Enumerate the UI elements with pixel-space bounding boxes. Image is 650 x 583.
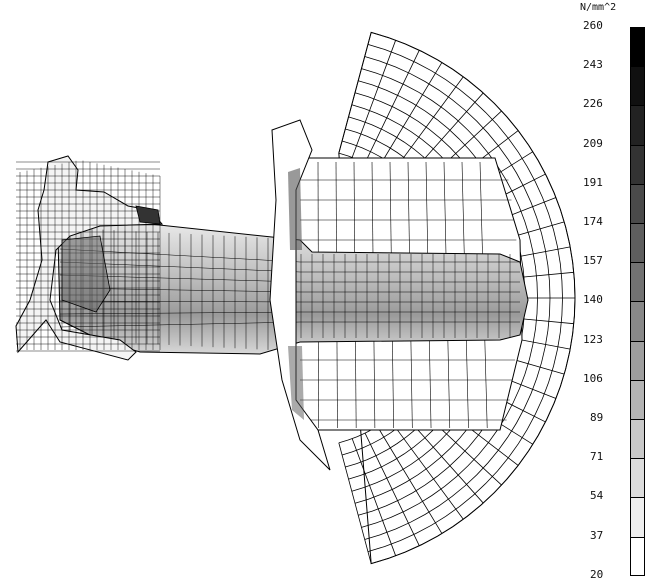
legend-swatch (630, 144, 645, 184)
collar-shadow (288, 168, 302, 250)
legend-tick-label: 243 (583, 58, 603, 72)
legend-tick-label: 260 (583, 19, 603, 32)
legend-tick-label: 71 (590, 450, 604, 464)
collar-shadow-lower (288, 346, 304, 420)
hub-dark-pocket (61, 235, 111, 313)
mesh-edge (377, 426, 443, 534)
mesh-edge (351, 40, 397, 158)
legend-swatch (630, 536, 645, 576)
legend-tick-label: 106 (583, 371, 603, 385)
mesh-edge (377, 62, 443, 170)
legend-swatch (630, 66, 645, 106)
legend-swatch (630, 301, 645, 341)
mesh-edge (338, 32, 372, 154)
legend-swatch (630, 419, 645, 459)
legend-tick-label: 157 (583, 254, 603, 268)
hub-dark-slot (135, 205, 161, 225)
mesh-edge (364, 50, 420, 164)
legend-unit-label: N/mm^2 (580, 2, 617, 13)
legend-tick-label: 140 (583, 293, 603, 307)
collar-rim (269, 119, 331, 471)
legend-tick-label: 89 (590, 411, 604, 424)
mesh-edge (59, 321, 301, 328)
legend-tick-label: 20 (590, 567, 604, 581)
mesh-edge (388, 418, 464, 520)
legend-tick-label: 191 (583, 175, 603, 189)
legend-swatch (630, 27, 645, 67)
legend-swatch (630, 105, 645, 145)
legend-swatch (630, 262, 645, 302)
legend-swatch (630, 183, 645, 223)
legend-swatch (630, 223, 645, 263)
legend-swatch (630, 379, 645, 419)
legend-tick-label: 123 (583, 332, 603, 346)
fea-mesh-model (15, 31, 576, 565)
mesh-edge (338, 442, 372, 564)
legend-swatch (630, 497, 645, 537)
legend-swatch (630, 458, 645, 498)
legend-swatch (630, 340, 645, 380)
legend-tick-label: 54 (590, 489, 604, 503)
mesh-edge (364, 432, 420, 546)
legend-tick-label: 37 (590, 528, 604, 542)
legend-tick-label: 174 (583, 215, 603, 228)
legend-tick-label: 209 (583, 136, 603, 150)
shaft-mesh (59, 228, 520, 351)
mesh-edge (59, 311, 301, 315)
legend-tick-label: 226 (583, 97, 603, 111)
mesh-edge (351, 438, 397, 556)
